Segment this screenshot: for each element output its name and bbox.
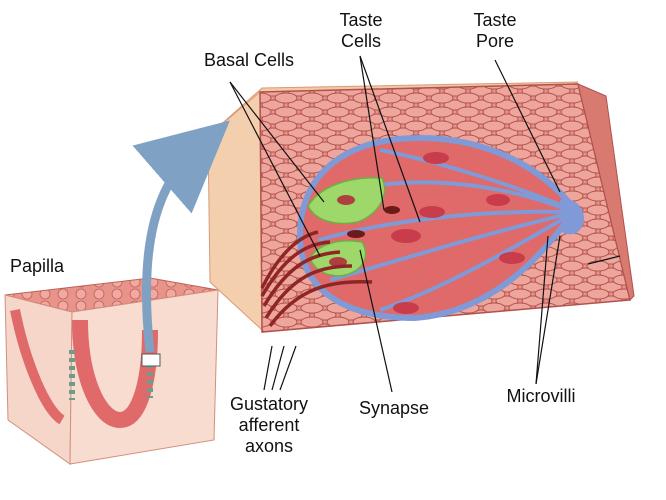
synapse-label: Synapse — [358, 398, 430, 418]
zoom-arrow — [132, 120, 230, 353]
taste-bud — [296, 134, 584, 322]
microvilli-label: Microvilli — [506, 386, 576, 406]
gustatory-afferent-axons-label: Gustatory afferent axons — [229, 394, 309, 456]
gustatory-nerve-fibers — [260, 230, 373, 328]
taste-pore — [560, 199, 584, 235]
leader-lines — [229, 55, 621, 393]
taste-cells-label: Taste Cells — [339, 10, 383, 51]
block-right-face — [577, 83, 635, 301]
papilla-block — [4, 277, 219, 465]
papilla-label: Papilla — [10, 256, 65, 276]
taste-pore-label: Taste Pore — [473, 10, 517, 51]
basal-cells-label: Basal Cells — [203, 50, 295, 70]
